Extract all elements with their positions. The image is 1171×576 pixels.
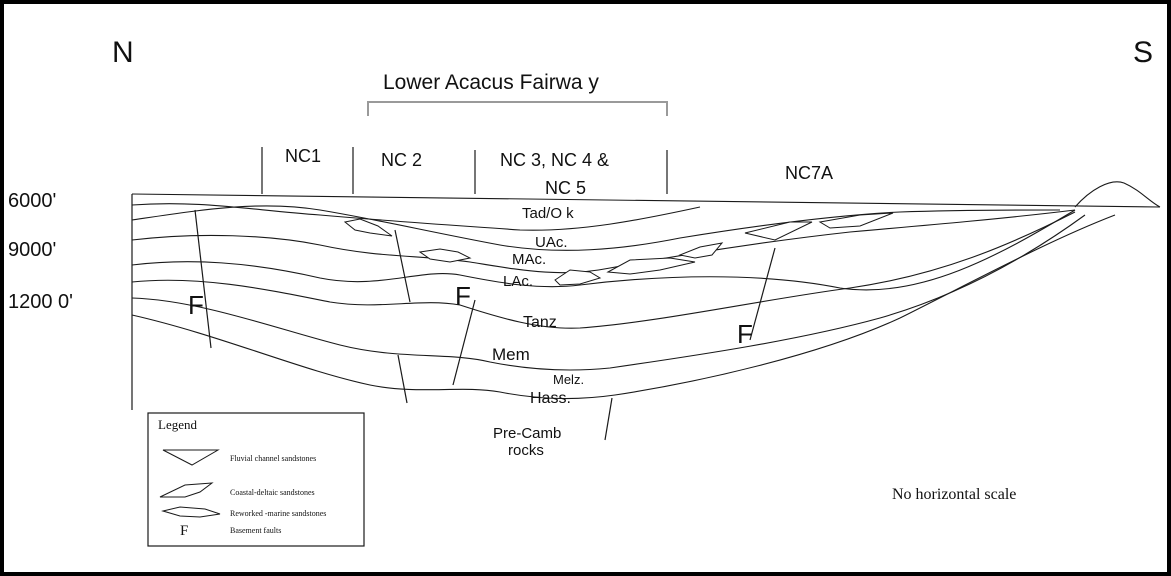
legend-title: Legend bbox=[158, 417, 197, 432]
reworked-marine-sandstone bbox=[418, 248, 472, 263]
concession-nc1: NC1 bbox=[285, 146, 321, 166]
concession-nc345-line1: NC 3, NC 4 & bbox=[500, 150, 609, 170]
coastal-deltaic-sandstone bbox=[554, 269, 602, 286]
depth-12000: 1200 0' bbox=[8, 291, 73, 313]
legend-item-fluvial: Fluvial channel sandstones bbox=[230, 454, 316, 463]
legend-box bbox=[147, 412, 365, 547]
legend: Legend Fluvial channel sandstones Coasta… bbox=[147, 412, 365, 547]
formation-lac: LAc. bbox=[503, 273, 533, 290]
sand-bodies bbox=[343, 212, 894, 286]
concession-boundaries bbox=[261, 147, 668, 194]
horizon-surface-hill bbox=[1074, 181, 1161, 208]
fluvial-channel-sandstone bbox=[818, 212, 894, 229]
formation-precamb-line2: rocks bbox=[508, 442, 544, 459]
fault-line bbox=[394, 229, 411, 303]
fault-line bbox=[194, 209, 212, 349]
legend-coastal-symbol bbox=[159, 482, 214, 498]
fault-label: F bbox=[455, 281, 471, 311]
fault-line bbox=[604, 397, 613, 441]
coastal-deltaic-sandstone bbox=[678, 242, 724, 259]
fault-line bbox=[452, 299, 476, 386]
legend-item-faults: Basement faults bbox=[230, 526, 281, 535]
north-marker: N bbox=[112, 36, 134, 69]
scale-note: No horizontal scale bbox=[892, 486, 1016, 503]
concession-nc345-line2: NC 5 bbox=[545, 178, 586, 198]
formation-melz: Melz. bbox=[553, 372, 584, 387]
coastal-deltaic-sandstone bbox=[606, 257, 696, 275]
depth-6000: 6000' bbox=[8, 190, 56, 212]
fairway-bracket bbox=[367, 101, 668, 116]
formation-mac: MAc. bbox=[512, 251, 546, 268]
formation-mem: Mem bbox=[492, 345, 530, 364]
formation-tad-ok: Tad/O k bbox=[522, 205, 574, 222]
legend-reworked-symbol bbox=[161, 506, 221, 518]
legend-fluvial-symbol bbox=[162, 449, 220, 466]
legend-item-reworked: Reworked -marine sandstones bbox=[230, 509, 326, 518]
faults bbox=[194, 209, 776, 441]
fault-line bbox=[397, 354, 408, 404]
depth-9000: 9000' bbox=[8, 239, 56, 261]
fluvial-channel-sandstone bbox=[744, 221, 813, 241]
formation-hass: Hass. bbox=[530, 390, 571, 407]
formation-uac: UAc. bbox=[535, 234, 568, 251]
formation-precamb-line1: Pre-Camb bbox=[493, 425, 561, 442]
stratigraphic-horizons bbox=[131, 181, 1161, 399]
legend-fault-symbol: F bbox=[180, 523, 188, 539]
concession-nc7a: NC7A bbox=[785, 163, 833, 183]
fairway-label: Lower Acacus Fairwa y bbox=[383, 71, 599, 94]
legend-item-coastal: Coastal-deltaic sandstones bbox=[230, 488, 315, 497]
formation-tanz: Tanz bbox=[523, 314, 557, 331]
fault-label: F bbox=[737, 319, 753, 349]
fault-line bbox=[749, 247, 776, 341]
south-marker: S bbox=[1133, 36, 1153, 69]
concession-nc2: NC 2 bbox=[381, 150, 422, 170]
fault-label: F bbox=[188, 290, 204, 320]
reworked-marine-sandstone bbox=[343, 218, 393, 237]
horizon-surface bbox=[131, 193, 1161, 208]
